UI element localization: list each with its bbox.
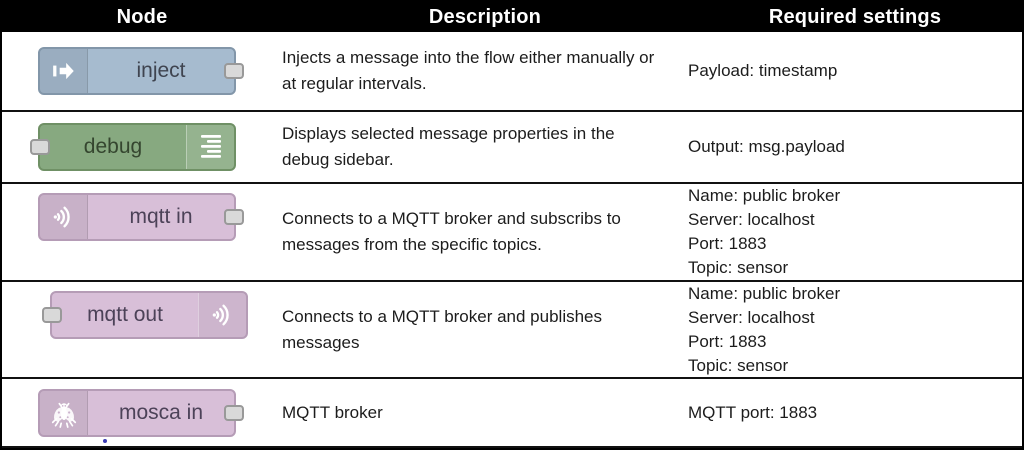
description-cell: Connects to a MQTT broker and publishes … <box>282 282 688 377</box>
node-label: mqtt in <box>129 205 193 228</box>
arrow-right-icon <box>52 62 74 80</box>
settings-text: Output: msg.payload <box>688 137 845 156</box>
list-lines-icon <box>200 135 221 158</box>
node-icon-section <box>186 125 234 169</box>
input-port <box>30 139 50 155</box>
node-icon-section <box>40 390 88 435</box>
node-label: inject <box>136 59 186 82</box>
description-cell: MQTT broker <box>282 379 688 446</box>
settings-text: Name: public broker Server: localhost Po… <box>688 186 841 277</box>
debug-node: debug <box>30 123 236 171</box>
settings-cell: MQTT port: 1883 <box>688 379 1022 446</box>
description-text: Connects to a MQTT broker and subscribs … <box>282 209 621 254</box>
table-header: Node Description Required settings <box>2 2 1022 32</box>
table-row-mqtt-in: mqtt in Connects to a MQTT broker and su… <box>2 184 1022 282</box>
settings-text: Name: public broker Server: localhost Po… <box>688 283 841 375</box>
description-cell: Injects a message into the flow either m… <box>282 32 688 110</box>
node-label: debug <box>83 135 143 158</box>
output-port <box>224 63 244 79</box>
output-port <box>224 209 244 225</box>
node-cell: mqtt in <box>2 184 282 280</box>
output-port <box>224 404 244 421</box>
node-icon-section <box>40 49 88 93</box>
node-icon-section <box>198 293 246 337</box>
column-header-node: Node <box>116 5 168 28</box>
settings-text: Payload: timestamp <box>688 61 838 80</box>
description-text: Connects to a MQTT broker and publishes … <box>282 306 603 352</box>
node-icon-section <box>40 195 88 239</box>
node-cell: inject <box>2 32 282 110</box>
broadcast-icon <box>212 304 229 326</box>
column-header-required-settings: Required settings <box>768 5 942 28</box>
mosca-in-node: mosca in <box>38 388 244 437</box>
settings-cell: Name: public broker Server: localhost Po… <box>688 184 1022 280</box>
broadcast-icon <box>53 206 70 228</box>
node-cell: mosca in <box>2 379 282 446</box>
stray-cursor-dot <box>103 439 107 443</box>
mqtt-in-node: mqtt in <box>38 193 244 241</box>
input-port <box>42 307 62 323</box>
description-cell: Displays selected message properties in … <box>282 112 688 182</box>
description-cell: Connects to a MQTT broker and subscribs … <box>282 184 688 280</box>
table-row-mosca-in: mosca in MQTT broker MQTT port: 1883 <box>2 379 1022 448</box>
settings-cell: Payload: timestamp <box>688 32 1022 110</box>
node-cell: mqtt out <box>2 282 282 377</box>
inject-node: inject <box>38 47 244 95</box>
settings-text: MQTT port: 1883 <box>688 402 818 422</box>
bug-icon <box>51 402 76 428</box>
mqtt-out-node: mqtt out <box>42 291 248 339</box>
node-label: mqtt out <box>87 303 163 326</box>
table-row-debug: debug Displays selected message prop <box>2 112 1022 184</box>
table-row-mqtt-out: mqtt out Connects to a MQTT broker and p… <box>2 282 1022 379</box>
node-cell: debug <box>2 112 282 182</box>
settings-cell: Output: msg.payload <box>688 112 1022 182</box>
column-header-description: Description <box>428 5 542 28</box>
settings-cell: Name: public broker Server: localhost Po… <box>688 282 1022 377</box>
description-text: Injects a message into the flow either m… <box>282 48 655 93</box>
table-row-inject: inject Injects a message into the flow e… <box>2 32 1022 112</box>
node-label: mosca in <box>118 400 204 424</box>
description-text: Displays selected message properties in … <box>282 124 615 169</box>
description-text: MQTT broker <box>282 402 383 422</box>
